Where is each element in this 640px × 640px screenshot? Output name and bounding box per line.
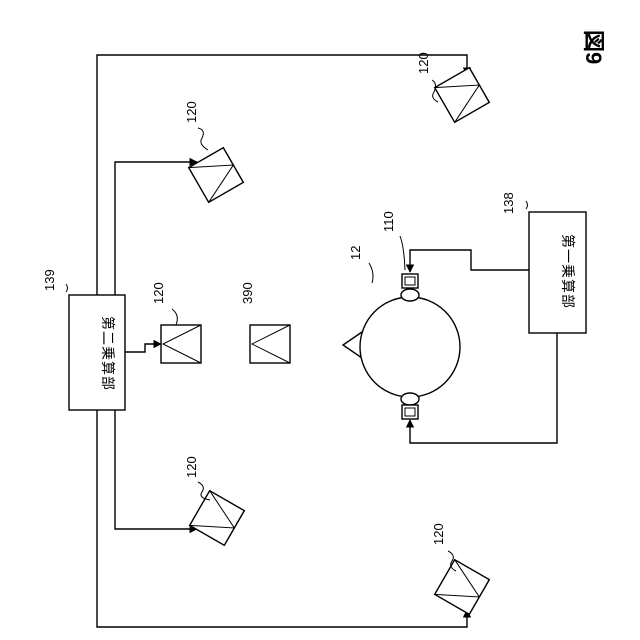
speaker-ref-middle: 120 xyxy=(151,282,166,304)
microphone-unit xyxy=(250,325,290,363)
second-multiplier-label: 第二乗算部 xyxy=(100,316,116,391)
speaker-top-right xyxy=(435,68,490,123)
first-multiplier-block: 第一乗算部 138 xyxy=(501,192,586,333)
speaker-middle xyxy=(161,325,201,363)
speaker-ref-lower: 120 xyxy=(184,456,199,478)
sensor-ref: 110 xyxy=(381,211,396,232)
speaker-ref-bottom-right: 120 xyxy=(431,523,446,545)
speaker-bottom-right xyxy=(435,560,490,615)
second-multiplier-block: 第二乗算部 139 xyxy=(42,269,125,410)
head-ref: 12 xyxy=(348,246,363,260)
listener-head: 12 110 xyxy=(343,211,460,419)
microphone-ref: 390 xyxy=(240,282,255,304)
first-multiplier-ref: 138 xyxy=(501,192,516,214)
speaker-ref-upper: 120 xyxy=(184,101,199,123)
speaker-ref-top-right: 120 xyxy=(416,52,431,74)
second-multiplier-ref: 139 xyxy=(42,269,57,291)
speaker-lower xyxy=(190,491,245,546)
speaker-upper xyxy=(189,148,244,203)
first-multiplier-label: 第一乗算部 xyxy=(560,234,576,309)
figure-label: 図9 xyxy=(581,30,606,64)
